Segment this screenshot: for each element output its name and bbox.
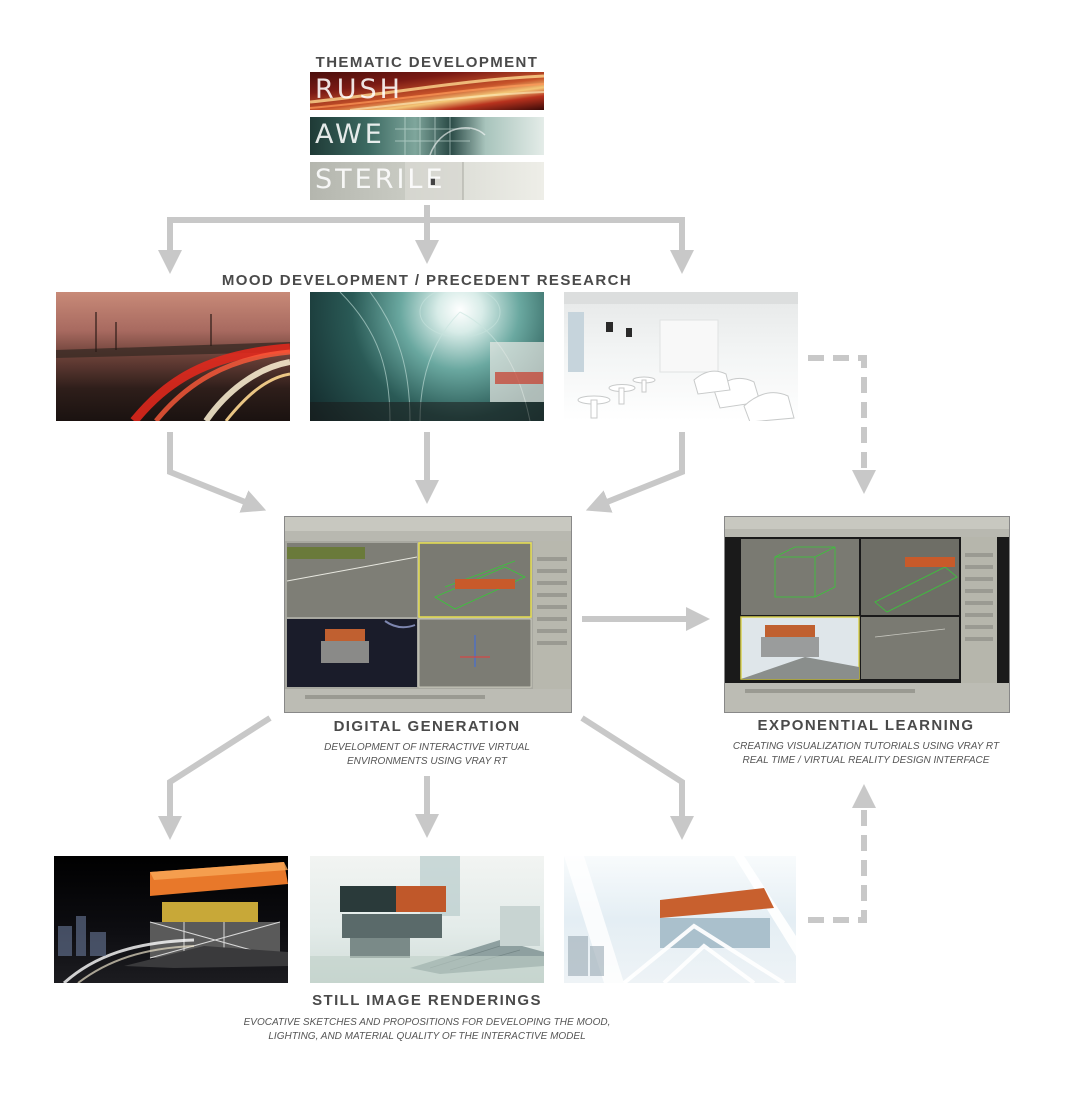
- exponential-subtitle-line1: CREATING VISUALIZATION TUTORIALS USING V…: [700, 740, 1032, 754]
- dashed-arrow-still-to-exponential: [808, 796, 864, 920]
- thematic-title: THEMATIC DEVELOPMENT: [310, 54, 544, 71]
- mood-photo-highway: [56, 292, 290, 421]
- digital-title: DIGITAL GENERATION: [284, 718, 570, 735]
- mood-title: MOOD DEVELOPMENT / PRECEDENT RESEARCH: [160, 272, 694, 289]
- mood-photo-sterile-room: [564, 292, 798, 421]
- sterile-room-scene: [564, 292, 798, 421]
- mood-photo-atrium: [310, 292, 544, 421]
- theme-strip-sterile: STERILE: [310, 162, 544, 200]
- digital-software-screenshot: [284, 516, 572, 713]
- digital-subtitle-line2: ENVIRONMENTS USING VRAY RT: [284, 755, 570, 769]
- exponential-title: EXPONENTIAL LEARNING: [700, 717, 1032, 734]
- theme-strip-rush: RUSH: [310, 72, 544, 110]
- arrow-mood-left-to-digital: [170, 432, 255, 506]
- atrium-structure: [310, 292, 544, 421]
- theme-label-sterile: STERILE: [315, 164, 446, 195]
- still-render-night: [54, 856, 288, 983]
- night-render-scene: [54, 856, 288, 983]
- theme-label-rush: RUSH: [315, 74, 403, 105]
- still-render-bright: [564, 856, 796, 983]
- arrow-theme-to-mood-right: [427, 220, 682, 262]
- exponential-subtitle-line2: REAL TIME / VIRTUAL REALITY DESIGN INTER…: [700, 754, 1032, 768]
- viewport-mockup-dark: [725, 517, 1009, 712]
- digital-subtitle-line1: DEVELOPMENT OF INTERACTIVE VIRTUAL: [284, 741, 570, 755]
- arrow-theme-to-mood-left: [170, 220, 427, 262]
- theme-strip-awe: AWE: [310, 117, 544, 155]
- highway-light-trails: [56, 292, 290, 421]
- arrow-digital-to-still-right: [582, 718, 682, 828]
- arrow-digital-to-still-left: [170, 718, 270, 828]
- arrow-mood-right-to-digital: [597, 432, 682, 506]
- dashed-arrow-mood-to-exponential: [808, 358, 864, 482]
- still-subtitle-line2: LIGHTING, AND MATERIAL QUALITY OF THE IN…: [180, 1030, 674, 1044]
- still-render-day-sketch: [310, 856, 544, 983]
- day-render-scene: [310, 856, 544, 983]
- exponential-software-screenshot: [724, 516, 1010, 713]
- theme-label-awe: AWE: [315, 119, 385, 150]
- bright-render-scene: [564, 856, 796, 983]
- still-title: STILL IMAGE RENDERINGS: [230, 992, 624, 1009]
- viewport-mockup: [285, 517, 571, 712]
- still-subtitle-line1: EVOCATIVE SKETCHES AND PROPOSITIONS FOR …: [180, 1016, 674, 1030]
